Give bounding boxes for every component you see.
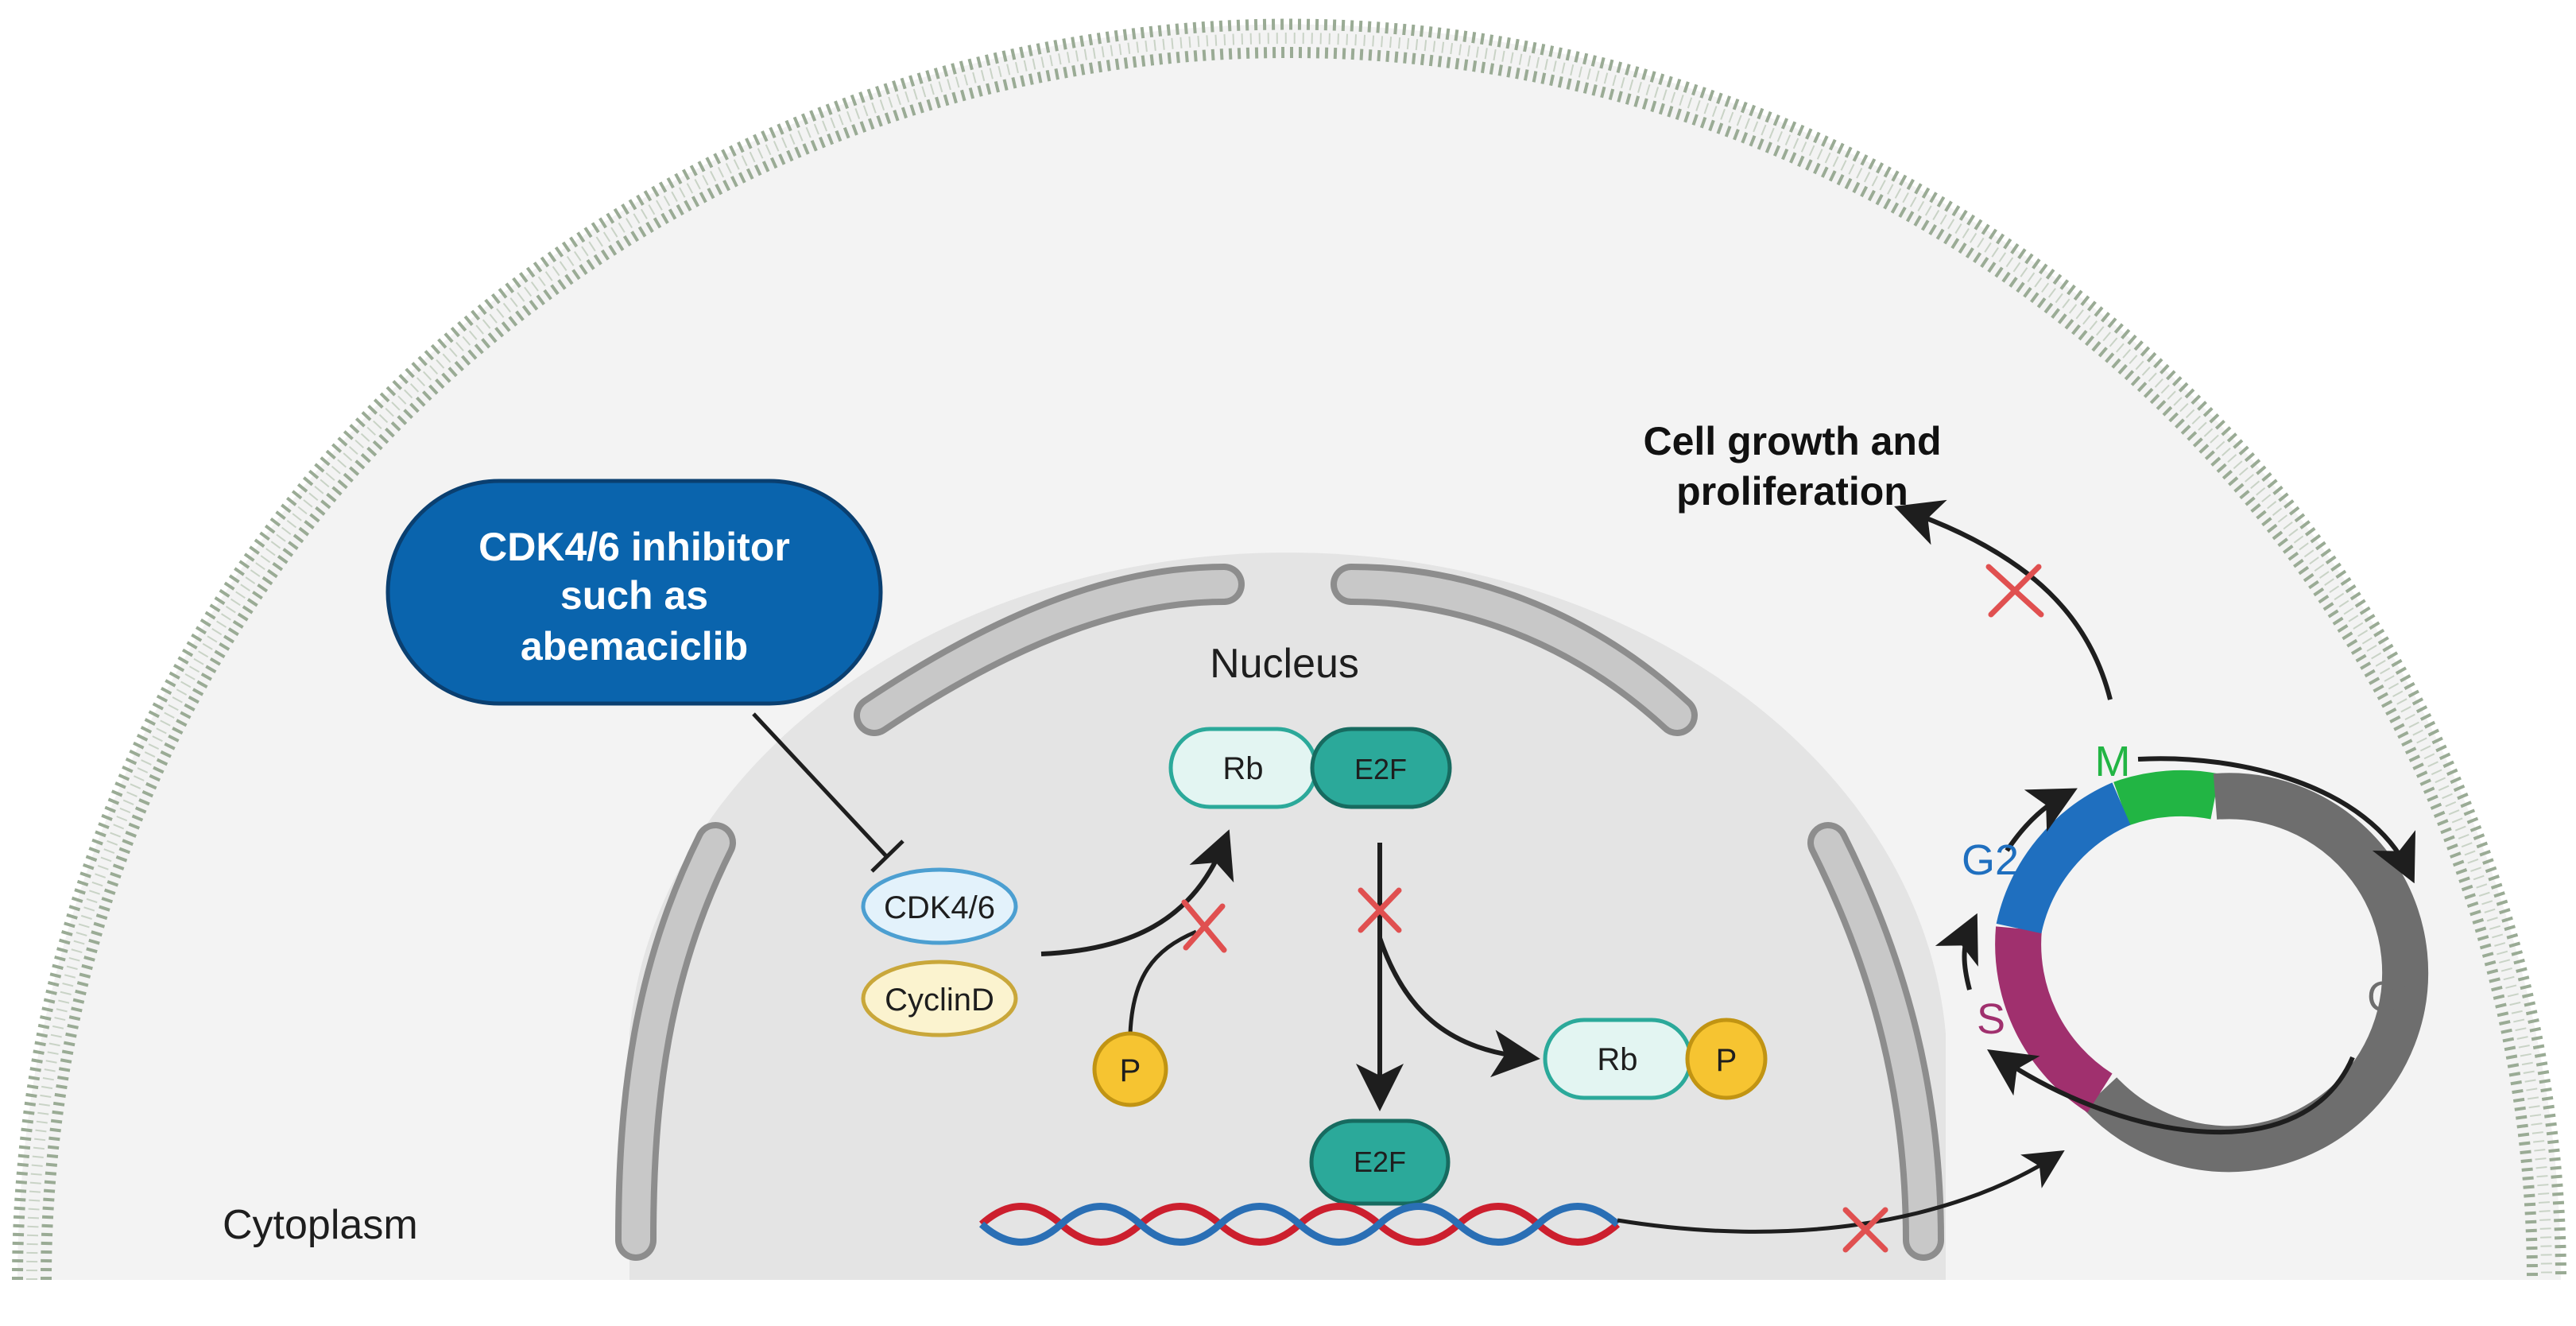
phase-label-s: S	[1977, 995, 2005, 1043]
phase-arc-m	[2113, 770, 2220, 826]
inhibitor-label-line1: CDK4/6 inhibitor	[478, 525, 790, 569]
growth-arrow	[1894, 499, 2113, 700]
inhibitor-label-line2: such as	[560, 573, 708, 618]
cdk46-complex: CDK4/6 CyclinD	[861, 867, 1018, 1037]
outcome-label-line1: Cell growth and	[1644, 419, 1942, 463]
free-e2f: E2F	[1309, 1119, 1451, 1206]
growth-blocked-mark	[1985, 564, 2044, 618]
rb-p-phosphate-label: P	[1716, 1043, 1737, 1078]
phosphorylated-rb: Rb P	[1543, 1018, 1768, 1100]
phase-arc-s	[1995, 926, 2113, 1113]
phosphate-input-arrow	[1128, 929, 1197, 1034]
cell-cycle-arrows	[1935, 756, 2415, 1135]
phase-label-m: M	[2095, 738, 2131, 785]
phosphate-label: P	[1120, 1053, 1141, 1088]
phosphate-molecule: P	[1092, 1031, 1168, 1107]
outcome-label-line2: proliferation	[1676, 469, 1908, 514]
rb-phosphorylation-arrow	[1377, 937, 1540, 1078]
e2f-release-blocked-mark	[1358, 887, 1402, 933]
cell-cycle-ring	[1995, 770, 2429, 1173]
e2f-label: E2F	[1354, 753, 1407, 785]
inhibitor-label-line3: abemaciclib	[521, 624, 748, 669]
phase-arc-g2	[1996, 782, 2132, 934]
cytoplasm-label: Cytoplasm	[223, 1202, 418, 1248]
rb-e2f-complex: Rb E2F	[1168, 727, 1452, 809]
inhibitor-box: CDK4/6 inhibitor such as abemaciclib	[385, 479, 883, 706]
transcription-blocked-mark	[1842, 1207, 1888, 1253]
phase-arc-g1	[2082, 773, 2429, 1173]
phase-label-g1: G1	[2367, 973, 2424, 1021]
dna-helix	[978, 1203, 1621, 1246]
free-e2f-label: E2F	[1354, 1146, 1406, 1178]
cdk46-label: CDK4/6	[884, 890, 995, 925]
phase-label-g2: G2	[1962, 836, 2019, 884]
phosphorylation-arrow	[1040, 829, 1234, 956]
cyclind-label: CyclinD	[885, 983, 994, 1018]
rb-label: Rb	[1222, 751, 1263, 786]
rb-p-rb-label: Rb	[1597, 1042, 1637, 1077]
phosphorylation-blocked-mark	[1181, 899, 1227, 953]
nucleus-label: Nucleus	[1210, 641, 1359, 687]
nuclear-envelope	[615, 564, 1944, 1261]
inhibition-line	[752, 712, 905, 873]
